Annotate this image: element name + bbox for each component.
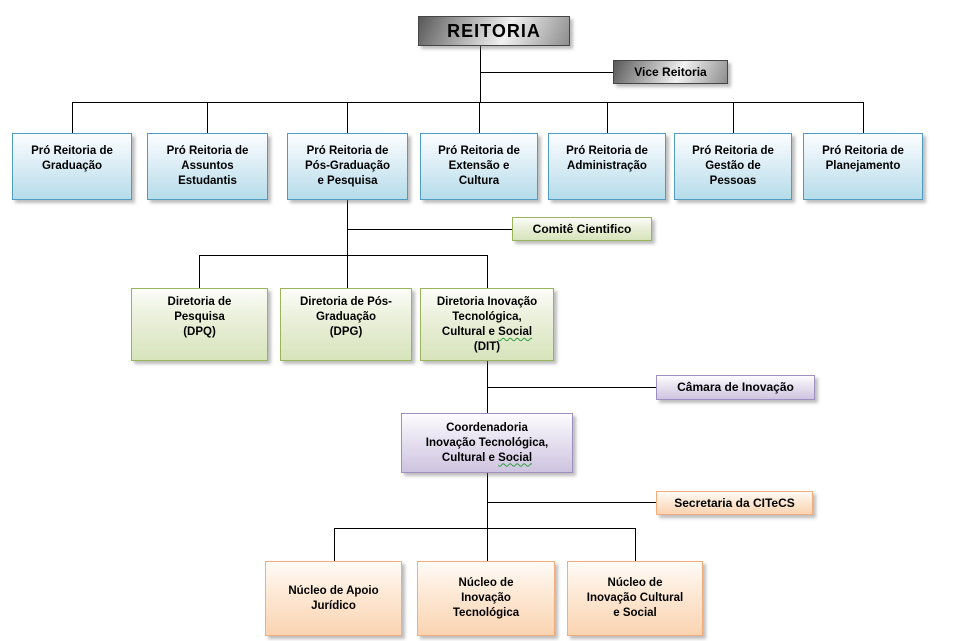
connector-nucleo-rail xyxy=(334,528,636,529)
node-reitoria: REITORIA xyxy=(418,16,570,46)
connector-diretoria-rail xyxy=(199,255,488,256)
node-label: Pró Reitoria de Planejamento xyxy=(822,145,904,172)
node-vice-reitoria-label: Vice Reitoria xyxy=(634,64,707,79)
connector-drop-planejamento xyxy=(863,102,864,133)
connector-drop-pos-graduacao xyxy=(347,102,348,133)
node-diretoria-inovacao-dit: Diretoria Inovação Tecnológica, Cultural… xyxy=(420,288,554,361)
node-comite-cientifico: Comitê Cientifico xyxy=(512,217,652,241)
node-vice-reitoria: Vice Reitoria xyxy=(613,60,728,84)
node-camara-inovacao: Câmara de Inovação xyxy=(656,375,815,400)
node-pro-reitoria-planejamento: Pró Reitoria de Planejamento xyxy=(803,133,923,200)
node-label: Núcleo de Inovação Tecnológica xyxy=(452,577,520,619)
node-pro-reitoria-administracao: Pró Reitoria de Administração xyxy=(548,133,666,200)
node-label: Cultural e Social xyxy=(442,325,532,340)
connector-secretaria-branch xyxy=(487,502,656,503)
connector-pos-graduacao-trunk xyxy=(347,200,348,288)
node-label: Câmara de Inovação xyxy=(677,380,794,394)
node-nucleo-inovacao-tecnologica: Núcleo de Inovação Tecnológica xyxy=(417,561,555,636)
connector-drop-nucleo-tecnologica xyxy=(487,528,488,561)
connector-vice-reitoria-branch xyxy=(480,72,613,73)
node-diretoria-pesquisa-dpq: Diretoria de Pesquisa (DPQ) xyxy=(131,288,268,361)
connector-camara-branch xyxy=(487,387,656,388)
node-coordenadoria-citecs: Coordenadoria Inovação Tecnológica, Cult… xyxy=(401,413,573,473)
node-label: Coordenadoria Inovação Tecnológica, xyxy=(425,421,549,449)
label-text: Cultural e xyxy=(441,326,495,338)
node-label: Pró Reitoria de Extensão e Cultura xyxy=(438,145,520,187)
node-label: Diretoria de Pós- Graduação (DPG) xyxy=(299,296,393,338)
connector-drop-graduacao xyxy=(72,102,73,133)
connector-drop-nucleo-cultural xyxy=(635,528,636,561)
connector-reitoria-trunk xyxy=(480,46,481,102)
node-diretoria-pos-graduacao-dpg: Diretoria de Pós- Graduação (DPG) xyxy=(280,288,412,361)
connector-drop-administracao xyxy=(607,102,608,133)
node-label: Núcleo de Apoio Jurídico xyxy=(288,584,379,612)
node-label: (DIT) xyxy=(473,341,501,353)
connector-pro-reitoria-rail xyxy=(72,102,864,103)
connector-coordenadoria-trunk xyxy=(487,473,488,528)
node-label: Comitê Cientifico xyxy=(532,221,632,236)
node-pro-reitoria-assuntos-estudantis: Pró Reitoria de Assuntos Estudantis xyxy=(147,133,268,200)
node-label: Núcleo de Inovação Cultural e Social xyxy=(586,577,684,619)
node-label: Pró Reitoria de Graduação xyxy=(31,145,113,172)
label-misspelled-word: Social xyxy=(498,451,533,464)
connector-drop-assuntos-estudantis xyxy=(207,102,208,133)
node-label: Pró Reitoria de Administração xyxy=(566,145,648,172)
node-label: Diretoria Inovação Tecnológica, xyxy=(436,296,538,323)
node-label: Pró Reitoria de Assuntos Estudantis xyxy=(166,145,249,187)
node-pro-reitoria-graduacao: Pró Reitoria de Graduação xyxy=(12,133,132,200)
connector-drop-dit xyxy=(487,255,488,288)
node-reitoria-label: REITORIA xyxy=(447,21,541,41)
node-label: Pró Reitoria de Pós-Graduação e Pesquisa xyxy=(305,145,390,187)
node-secretaria-citecs: Secretaria da CITeCS xyxy=(656,491,813,515)
connector-drop-gestao-pessoas xyxy=(733,102,734,133)
label-text: Cultural e xyxy=(441,451,495,464)
connector-comite-branch xyxy=(347,229,512,230)
connector-drop-nucleo-juridico xyxy=(334,528,335,561)
node-pro-reitoria-gestao-pessoas: Pró Reitoria de Gestão de Pessoas xyxy=(674,133,792,200)
node-pro-reitoria-pos-graduacao-pesquisa: Pró Reitoria de Pós-Graduação e Pesquisa xyxy=(287,133,408,200)
node-nucleo-apoio-juridico: Núcleo de Apoio Jurídico xyxy=(265,561,402,636)
node-label: Diretoria de Pesquisa (DPQ) xyxy=(167,296,232,338)
label-misspelled-word: Social xyxy=(498,326,533,338)
node-pro-reitoria-extensao-cultura: Pró Reitoria de Extensão e Cultura xyxy=(420,133,538,200)
connector-drop-dpq xyxy=(199,255,200,288)
node-nucleo-inovacao-cultural-social: Núcleo de Inovação Cultural e Social xyxy=(567,561,703,636)
node-label: Pró Reitoria de Gestão de Pessoas xyxy=(692,145,774,187)
node-label: Cultural e Social xyxy=(442,451,532,466)
connector-drop-extensao-cultura xyxy=(479,102,480,133)
node-label: Secretaria da CITeCS xyxy=(674,495,795,510)
